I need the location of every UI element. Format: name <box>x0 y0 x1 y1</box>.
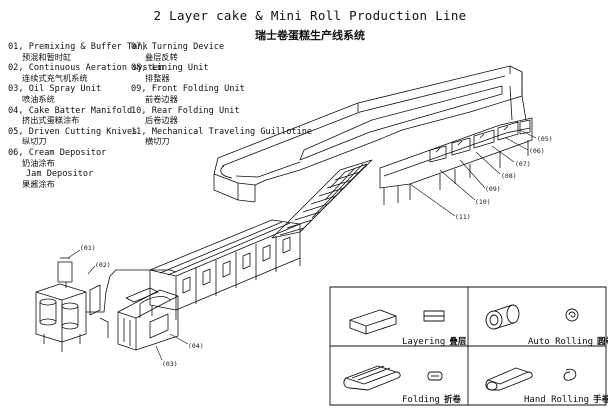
inclined-conveyor <box>271 159 373 239</box>
diagram-subtitle: 瑞士卷蛋糕生产线系统 <box>255 29 365 42</box>
product-panels <box>329 286 607 406</box>
mixing-tanks <box>35 257 177 352</box>
auto-rolling-product-icon <box>485 304 579 330</box>
panel-auto-rolling-label: Auto Rolling圆卷 <box>528 337 608 347</box>
layering-product-icon <box>349 309 445 335</box>
callout-09: (09) <box>485 185 501 193</box>
callout-10: (10) <box>475 198 491 206</box>
callout-01: (01) <box>80 244 96 252</box>
callouts: (01) (02) (03) (04) (05) (06) (07) (08) … <box>80 135 553 368</box>
callout-06: (06) <box>529 147 545 155</box>
loop-conveyor <box>213 65 523 203</box>
diagram-title: 2 Layer cake & Mini Roll Production Line <box>153 8 467 23</box>
main-processing-line <box>379 85 533 205</box>
folding-product-icon <box>343 365 443 391</box>
tunnel-oven <box>149 219 301 320</box>
callout-03: (03) <box>162 360 178 368</box>
callout-08: (08) <box>501 172 517 180</box>
callout-02: (02) <box>95 261 111 269</box>
callout-leaders <box>67 129 537 361</box>
callout-05: (05) <box>537 135 553 143</box>
callout-04: (04) <box>188 342 204 350</box>
entry-feeder <box>117 287 179 351</box>
callout-07: (07) <box>515 160 531 168</box>
callout-11: (11) <box>455 213 471 221</box>
hand-rolling-product-icon <box>485 367 577 391</box>
